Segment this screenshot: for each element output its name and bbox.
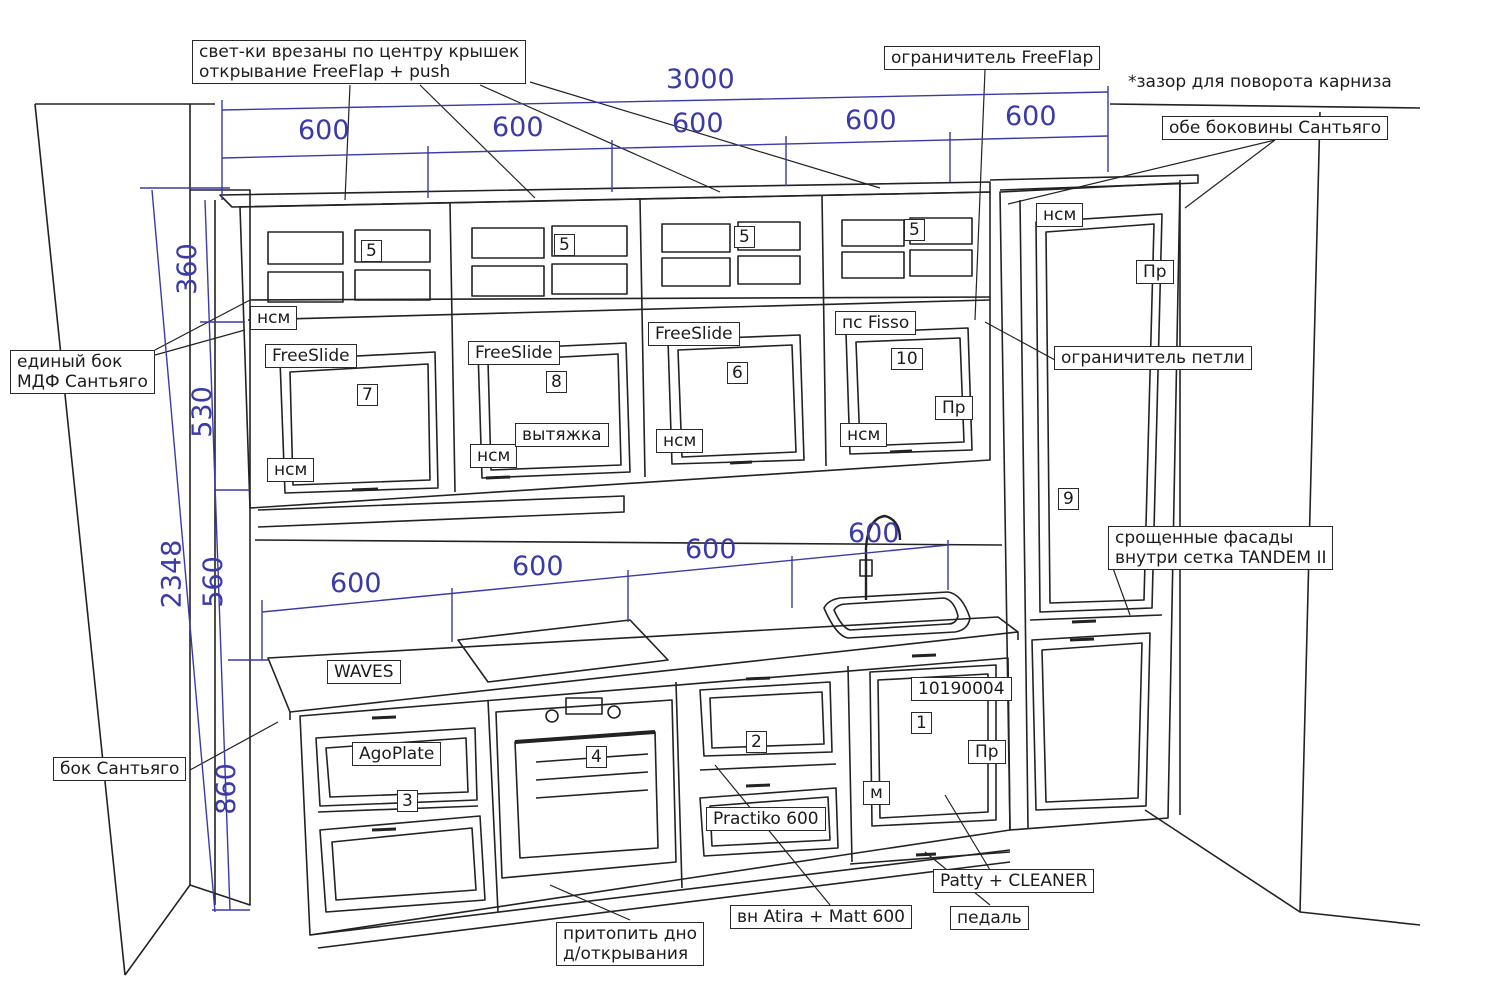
- tag-pr-3: Пр: [968, 740, 1006, 764]
- left-wall: [34, 103, 191, 976]
- num-1: 1: [911, 712, 932, 734]
- num-10: 10: [891, 348, 923, 370]
- dim-top-2: 600: [492, 112, 544, 143]
- dim-height-360: 360: [171, 243, 203, 295]
- num-9: 9: [1058, 488, 1079, 510]
- base-cabinets: [299, 657, 1011, 936]
- dim-top-4: 600: [845, 105, 897, 136]
- dim-bottom-4: 600: [848, 518, 900, 549]
- callout-freeflap-limiter: ограничитель FreeFlap: [884, 46, 1101, 70]
- dim-top-1: 600: [298, 115, 350, 146]
- dim-bottom-3: 600: [685, 534, 737, 565]
- num-5c: 5: [734, 226, 755, 248]
- num-4: 4: [586, 746, 607, 768]
- tag-freeslide-3: FreeSlide: [648, 322, 740, 346]
- tall-cabinet: [999, 182, 1181, 831]
- tag-ncm-5: нсм: [840, 423, 888, 447]
- num-5b: 5: [554, 234, 575, 256]
- right-wall: [1109, 103, 1421, 926]
- num-2: 2: [746, 731, 767, 753]
- tag-pr-2: Пр: [935, 396, 973, 420]
- callout-joined-fronts: срощенные фасады внутри сетка TANDEM II: [1108, 526, 1334, 570]
- tag-pr-1: Пр: [1136, 260, 1174, 284]
- callout-both-sides: обе боковины Сантьяго: [1162, 116, 1389, 140]
- hob: [457, 619, 669, 683]
- num-8: 8: [546, 371, 567, 393]
- num-5d: 5: [904, 219, 925, 241]
- num-7: 7: [357, 384, 378, 406]
- dim-top-3: 600: [672, 108, 724, 139]
- dim-height-560: 560: [197, 556, 229, 608]
- num-6: 6: [727, 362, 748, 384]
- callout-single-side: единый бок МДФ Сантьяго: [10, 350, 155, 394]
- tag-ncm-6: нсм: [1036, 203, 1084, 227]
- callout-patty: Patty + CLEANER: [933, 869, 1095, 893]
- dim-total-width: 3000: [666, 64, 735, 95]
- tag-ncm-3: нсм: [470, 444, 518, 468]
- tag-agoplate: AgoPlate: [352, 742, 442, 766]
- dim-height-530: 530: [186, 386, 218, 438]
- callout-cornice-gap: *зазор для поворота карниза: [1128, 72, 1392, 92]
- tag-practiko: Practiko 600: [706, 807, 826, 831]
- dim-height-860: 860: [210, 763, 242, 815]
- dim-height-total: 2348: [156, 539, 188, 609]
- tap: [864, 514, 902, 600]
- tag-code: 10190004: [911, 677, 1012, 701]
- upper-cabinets-frame: [239, 191, 991, 509]
- tag-m: м: [863, 781, 890, 805]
- tag-freeslide-1: FreeSlide: [265, 344, 357, 368]
- tag-pc-fisso: пс Fisso: [835, 311, 917, 335]
- tag-waves: WAVES: [327, 660, 401, 684]
- num-3: 3: [397, 790, 418, 812]
- callout-oven-spec: вн Atira + Matt 600: [730, 905, 912, 929]
- tag-ncm-4: нсм: [656, 429, 704, 453]
- dim-bottom-1: 600: [330, 568, 382, 599]
- num-5a: 5: [361, 240, 382, 262]
- tag-freeslide-2: FreeSlide: [468, 341, 560, 365]
- callout-side-santiago: бок Сантьяго: [53, 757, 187, 781]
- sink: [823, 591, 971, 639]
- callout-lights-note: свет-ки врезаны по центру крышек открыва…: [192, 40, 527, 84]
- callout-hinge-limiter: ограничитель петли: [1054, 346, 1252, 370]
- tag-ncm-1: нсм: [250, 306, 298, 330]
- tag-hood: вытяжка: [515, 423, 609, 447]
- callout-pedal: педаль: [950, 906, 1029, 930]
- dim-bottom-2: 600: [512, 551, 564, 582]
- dim-top-5: 600: [1005, 101, 1057, 132]
- oven: [495, 699, 677, 879]
- tag-ncm-2: нсм: [267, 458, 315, 482]
- callout-recess-bottom: притопить дно д/открывания: [556, 922, 705, 966]
